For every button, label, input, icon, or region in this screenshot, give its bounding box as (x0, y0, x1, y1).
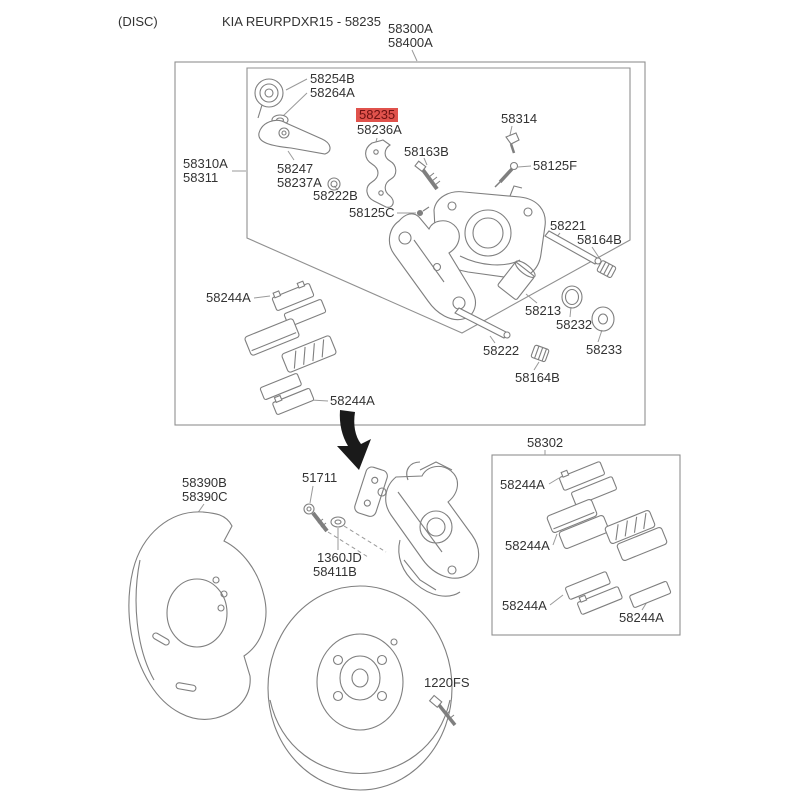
part-label-58232[interactable]: 58232 (556, 317, 593, 332)
boot-58233-drawing (591, 306, 615, 332)
part-label-58390b[interactable]: 58390B (182, 475, 227, 490)
parking-lever-drawing (258, 119, 331, 155)
assembly-group-boxes (174, 61, 681, 636)
part-label-58222[interactable]: 58222 (483, 343, 520, 358)
part-label-58235-highlighted[interactable]: 58235 (356, 108, 399, 122)
part-label-58254b[interactable]: 58254B (310, 71, 355, 86)
part-label-58244a-kit-4[interactable]: 58244A (619, 610, 664, 625)
lower-caliper-assembly-drawing (354, 461, 480, 597)
part-label-58244a-kit-2[interactable]: 58244A (505, 538, 550, 553)
bolt-51711-drawing (303, 503, 329, 533)
screw-58125c-drawing (416, 206, 430, 217)
part-label-58310a[interactable]: 58310A (183, 156, 228, 171)
part-label-58213[interactable]: 58213 (525, 303, 562, 318)
clip-58222b-drawing (327, 177, 341, 191)
bleeder-58125f-drawing (494, 161, 519, 188)
part-label-58302[interactable]: 58302 (527, 435, 564, 450)
part-label-58222b[interactable]: 58222B (313, 188, 358, 203)
splash-shield-drawing (128, 511, 267, 720)
part-label-58247[interactable]: 58247 (277, 161, 314, 176)
part-label-58311[interactable]: 58311 (183, 170, 219, 185)
part-label-1360jd[interactable]: 1360JD (317, 550, 362, 565)
pad-kit-58302-drawing (546, 461, 672, 615)
part-label-58244a-main-2[interactable]: 58244A (330, 393, 375, 408)
part-label-58125f[interactable]: 58125F (533, 158, 578, 173)
part-label-58221[interactable]: 58221 (550, 218, 587, 233)
part-label-58264a[interactable]: 58264A (310, 85, 355, 100)
part-label-1220fs[interactable]: 1220FS (424, 675, 470, 690)
outer-assembly-box (174, 61, 646, 426)
part-label-58244a-kit-3[interactable]: 58244A (502, 598, 547, 613)
part-label-58236a[interactable]: 58236A (357, 122, 402, 137)
part-label-58314[interactable]: 58314 (501, 111, 538, 126)
part-label-58411b[interactable]: 58411B (313, 564, 357, 579)
guide-rod-58222-drawing (454, 307, 511, 339)
inner-assembly-box (246, 67, 631, 334)
boot-58164b-lower-drawing (530, 344, 550, 363)
part-label-51711[interactable]: 51711 (302, 470, 338, 485)
leader-lines (196, 49, 648, 700)
connector-58314-drawing (505, 132, 520, 154)
part-label-58300a[interactable]: 58300A (388, 21, 433, 36)
pad-kit-box (491, 454, 681, 636)
part-label-58163b[interactable]: 58163B (404, 144, 449, 159)
part-label-58244a-main-1[interactable]: 58244A (206, 290, 251, 305)
part-label-58164b-upper[interactable]: 58164B (577, 232, 622, 247)
seal-58232-drawing (561, 285, 583, 309)
part-label-58400a[interactable]: 58400A (388, 35, 433, 50)
part-label-58244a-kit-1[interactable]: 58244A (500, 477, 545, 492)
adjuster-spring-drawing (254, 78, 289, 126)
pointer-arrow (337, 410, 371, 470)
bolt-58163b-drawing (414, 160, 441, 191)
parts-artwork (128, 78, 672, 791)
caliper-bracket-drawing (388, 213, 476, 321)
part-label-58164b-lower[interactable]: 58164B (515, 370, 560, 385)
part-label-58125c[interactable]: 58125C (349, 205, 395, 220)
part-label-58233[interactable]: 58233 (586, 342, 623, 357)
part-label-58390c[interactable]: 58390C (182, 489, 228, 504)
washer-1360jd-drawing (330, 516, 346, 528)
pad-set-main-drawing (244, 280, 337, 415)
pad-spring-58235-drawing (365, 139, 397, 208)
disc-note: (DISC) (118, 14, 158, 29)
diagram-title: KIA REURPDXR15 - 58235 (222, 14, 381, 29)
part-label-58237a[interactable]: 58237A (277, 175, 322, 190)
piston-58213-drawing (497, 260, 536, 300)
boot-58164b-upper-drawing (596, 260, 617, 279)
bolt-1220fs-drawing (428, 694, 457, 727)
guide-rod-58221-drawing (544, 230, 602, 265)
brake-disc-drawing (267, 585, 453, 791)
